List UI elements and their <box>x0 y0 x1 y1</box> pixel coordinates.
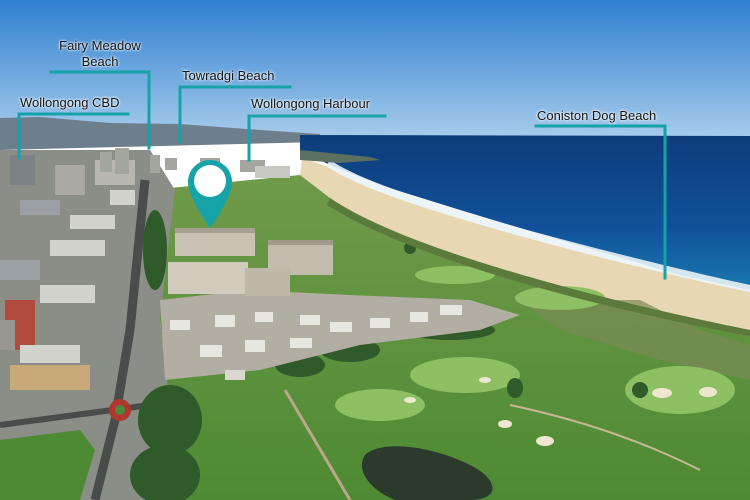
surf-line <box>326 160 750 292</box>
fairway <box>625 366 735 414</box>
bunker <box>536 436 554 446</box>
map-pin-icon <box>188 160 232 228</box>
main-road <box>90 179 150 500</box>
course-path <box>509 404 701 471</box>
bunker <box>479 377 491 383</box>
fairy-meadow-label-line1: Fairy Meadow <box>59 38 141 53</box>
course-path <box>283 389 352 500</box>
fairy-meadow-label-line2: Beach <box>81 54 119 69</box>
housing-strip <box>160 290 520 380</box>
fairway <box>410 357 520 393</box>
houses <box>170 305 462 380</box>
wollongong-harbour-label: Wollongong Harbour <box>251 96 370 111</box>
coniston-dog-beach-label: Coniston Dog Beach <box>537 108 657 123</box>
town-buildings <box>0 155 135 390</box>
fairway <box>335 389 425 421</box>
bunker <box>652 388 672 398</box>
apartment-buildings <box>168 228 333 296</box>
bunker <box>404 397 416 403</box>
pond <box>361 446 493 500</box>
towradgi-beach-label: Towradgi Beach <box>182 68 275 83</box>
rough-area <box>520 300 750 380</box>
bunker <box>699 387 717 397</box>
sports-field <box>0 430 95 500</box>
beach <box>300 158 750 330</box>
wollongong-cbd-label: Wollongong CBD <box>20 95 120 110</box>
fairway <box>415 266 495 284</box>
dune-vegetation <box>327 198 750 336</box>
fairy-meadow-beach-label: Fairy Meadow Beach <box>52 38 148 70</box>
bunker <box>498 420 512 428</box>
